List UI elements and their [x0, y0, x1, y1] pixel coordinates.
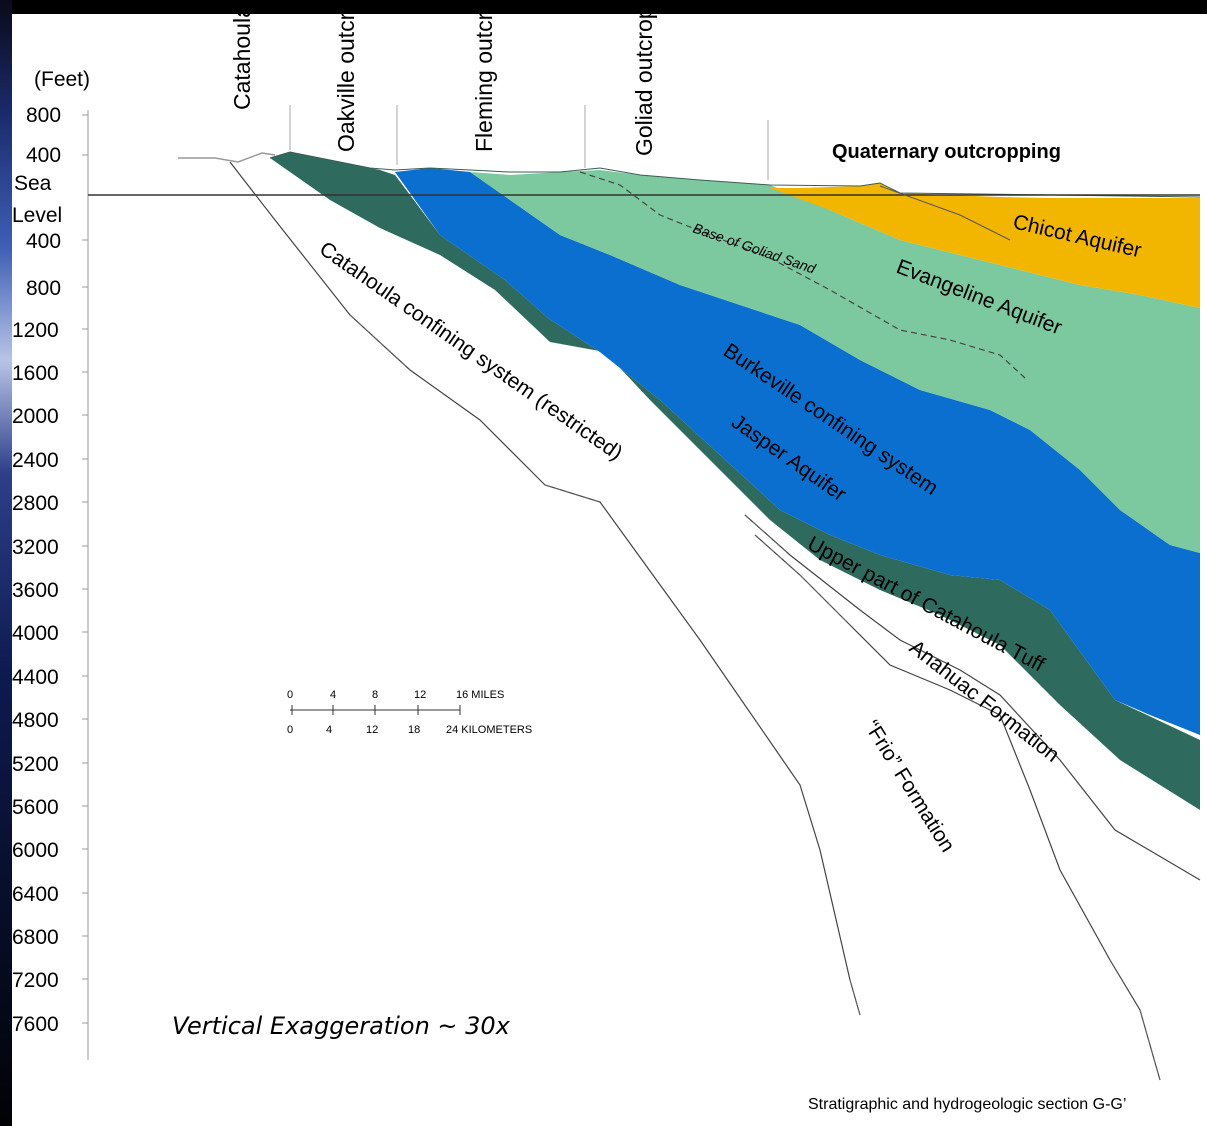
- catahoula-dashed-end: [849, 979, 861, 1016]
- upper-catahoula-dashed: [744, 514, 791, 556]
- outcrop-dividers: [289, 105, 769, 180]
- chicot-aquifer-layer: [770, 183, 1200, 308]
- scale-miles-label: 16 MILES: [456, 689, 504, 701]
- depth-tick-label: 7600: [12, 1013, 59, 1036]
- quaternary-label: Quaternary outcropping: [832, 141, 1061, 163]
- scale-miles-label: 0: [287, 689, 293, 701]
- depth-tick-label: 2400: [12, 449, 59, 472]
- depth-unit-label: (Feet): [34, 68, 90, 91]
- goliad-base-line: [579, 171, 1026, 379]
- depth-tick-label: 3200: [12, 536, 59, 559]
- depth-tick-label: 2800: [12, 492, 59, 515]
- depth-tick-labels: 800 400 Sea Level 400 800 1200 1600 2000…: [12, 104, 62, 1036]
- upper-catahoula-lower-boundary: [744, 514, 1201, 881]
- evangeline-aquifer-layer: [430, 168, 1200, 553]
- depth-tick-label: 5600: [12, 796, 59, 819]
- depth-tick-label: 800: [26, 104, 61, 127]
- jasper-aquifer-layer: [270, 152, 1200, 810]
- figure-caption: Stratigraphic and hydrogeologic section …: [808, 1096, 1127, 1113]
- frio-label: “Frio” Formation: [860, 716, 959, 856]
- anahuac-dashed: [754, 534, 851, 626]
- outcrop-label: Fleming outcrop: [471, 0, 497, 152]
- depth-tick-label: 7200: [12, 969, 59, 992]
- scale-km-label: 18: [408, 724, 420, 736]
- depth-tick-label: 1200: [12, 319, 59, 342]
- depth-tick-label: 400: [26, 144, 61, 167]
- chicot-internal-line: [879, 185, 1011, 241]
- depth-tick-label: 4400: [12, 666, 59, 689]
- depth-tick-label: Level: [12, 204, 62, 227]
- burkeville-confining-layer: [395, 168, 1200, 735]
- depth-tick-label: 800: [26, 277, 61, 300]
- depth-tick-label: 4000: [12, 622, 59, 645]
- vertical-exaggeration-note: Vertical Exaggeration ~ 30x: [172, 1012, 510, 1040]
- depth-tick-label: 1600: [12, 362, 59, 385]
- scale-km-label: 4: [326, 724, 332, 736]
- scale-bar: 0 4 8 12 16 MILES 0 4 12 18 24 KILOMETER…: [287, 689, 532, 736]
- catahoula-lower-boundary: [229, 161, 861, 1016]
- depth-tick-label: 3600: [12, 579, 59, 602]
- depth-tick-label: 2000: [12, 405, 59, 428]
- left-border: [0, 0, 12, 1126]
- depth-tick-label: 4800: [12, 709, 59, 732]
- depth-tick-label: 6000: [12, 839, 59, 862]
- scale-miles-label: 12: [414, 689, 426, 701]
- scale-km-label: 0: [287, 724, 293, 736]
- scale-miles-label: 4: [330, 689, 336, 701]
- depth-tick-label: 6400: [12, 883, 59, 906]
- scale-miles-label: 8: [372, 689, 378, 701]
- depth-tick-label: 400: [26, 230, 61, 253]
- outcrop-label: Oakville outcrop: [333, 0, 359, 152]
- land-surface-line: [178, 152, 276, 163]
- anahuac-dashed-end: [1139, 1009, 1161, 1081]
- catahoula-dashed-segment: [349, 314, 411, 371]
- depth-tick-label: 5200: [12, 753, 59, 776]
- ground-surface-line: [269, 151, 1201, 198]
- scale-km-label: 12: [366, 724, 378, 736]
- anahuac-lower-boundary: [754, 534, 1161, 1081]
- depth-tick-label: Sea: [14, 172, 52, 195]
- scale-km-label: 24 KILOMETERS: [446, 724, 532, 736]
- outcrop-label: Goliad outcrop: [631, 6, 657, 156]
- depth-axis-ticks: [82, 114, 88, 1024]
- top-border: [0, 0, 1207, 14]
- outcrop-label: Catahoula outcrop: [229, 0, 255, 110]
- depth-tick-label: 6800: [12, 926, 59, 949]
